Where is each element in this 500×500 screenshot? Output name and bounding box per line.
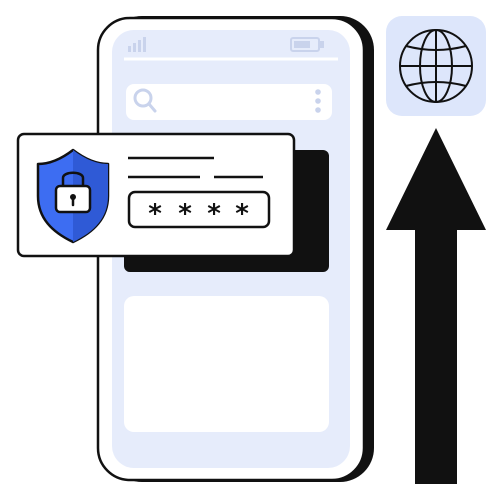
- more-vertical-icon[interactable]: [315, 89, 321, 113]
- content-panel: [124, 296, 329, 432]
- password-char: *: [148, 199, 162, 229]
- signal-bars-icon: [128, 37, 146, 52]
- battery-icon: [290, 37, 324, 52]
- password-char: *: [235, 199, 249, 229]
- search-icon[interactable]: [133, 88, 157, 113]
- up-arrow-icon: [386, 128, 486, 484]
- password-field[interactable]: [127, 190, 271, 229]
- globe-icon: [399, 29, 473, 103]
- password-char: *: [207, 199, 221, 229]
- shield-lock-icon: [36, 148, 110, 244]
- globe-tile: [386, 16, 486, 116]
- password-char: *: [178, 199, 192, 229]
- search-bar[interactable]: [126, 84, 332, 120]
- login-card: * * * *: [16, 132, 296, 258]
